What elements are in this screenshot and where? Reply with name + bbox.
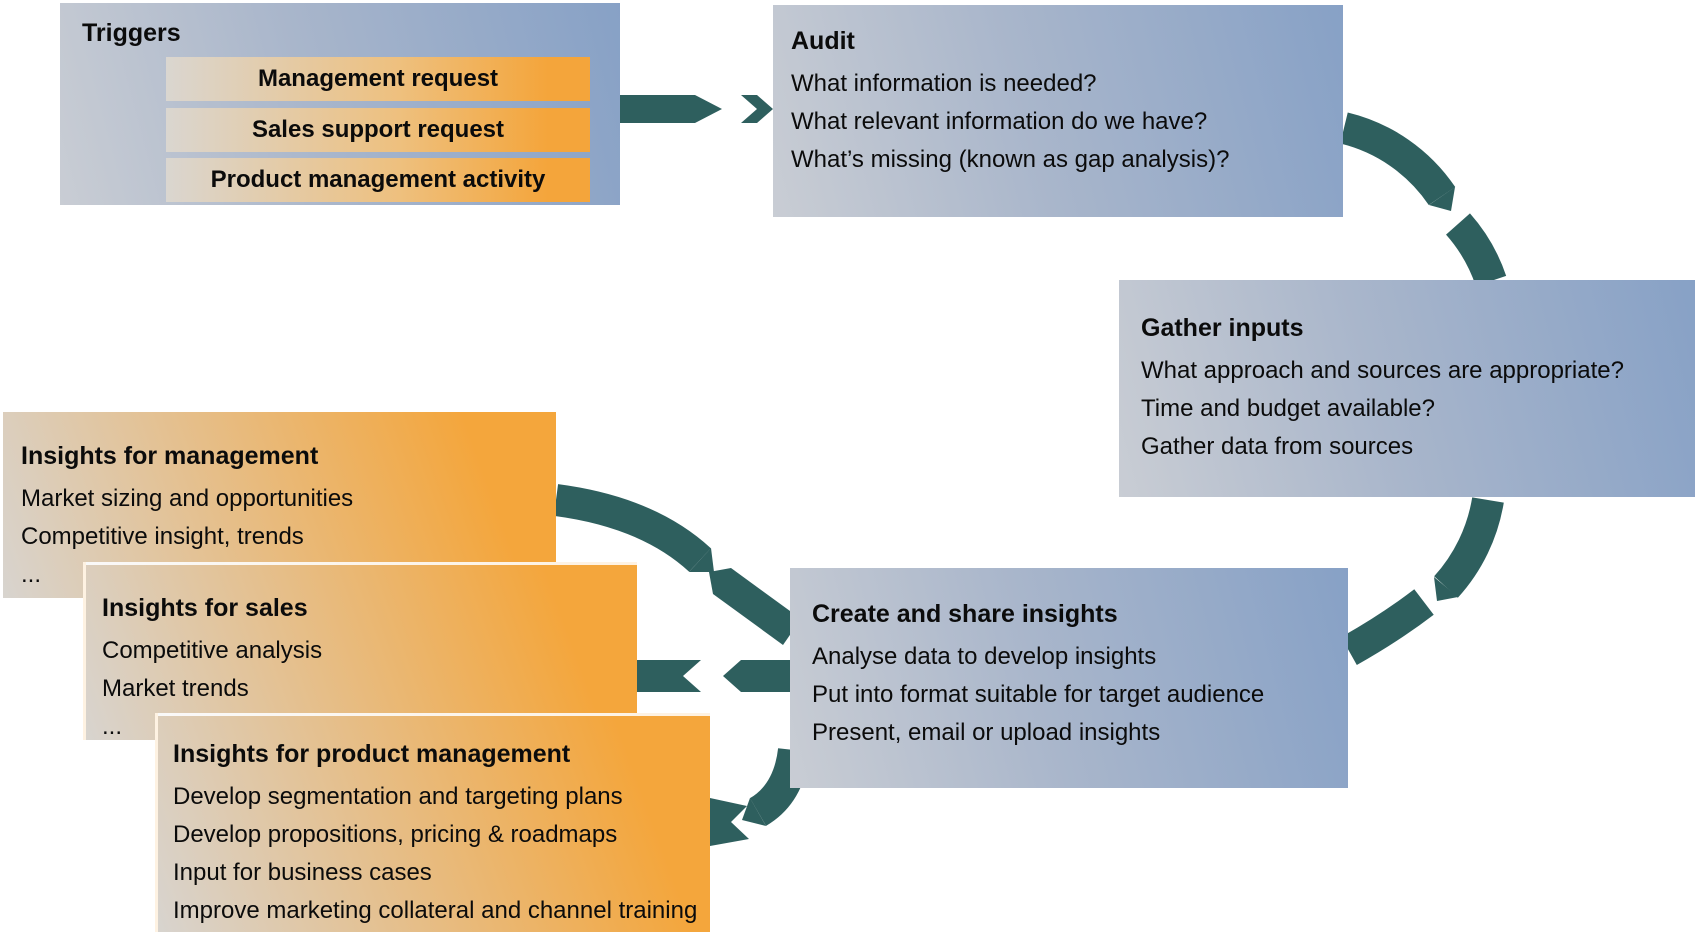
insights-for-product-management-line: Input for business cases: [173, 859, 432, 886]
create-share-insights-box: Create and share insights Analyse data t…: [790, 568, 1348, 788]
arrow-gather-inputs-to-create-share: [1341, 497, 1504, 665]
arrow-create-share-to-insights-management: [553, 484, 801, 645]
insights-for-product-management-box: Insights for product management Develop …: [155, 713, 710, 932]
arrow-create-share-to-insights-sales: [637, 660, 790, 692]
insights-for-management-line: Competitive insight, trends: [21, 523, 304, 550]
insights-for-product-management-line: Improve marketing collateral and channel…: [173, 897, 698, 924]
audit-title: Audit: [791, 27, 855, 55]
arrow-audit-to-gather-inputs: [1339, 112, 1507, 287]
gather-inputs-line: What approach and sources are appropriat…: [1141, 357, 1624, 384]
insights-for-sales-title: Insights for sales: [102, 594, 308, 622]
create-share-insights-title: Create and share insights: [812, 600, 1118, 628]
insights-for-sales-line: ...: [102, 713, 123, 740]
trigger-item-management-request: Management request: [166, 57, 590, 101]
arrow-triggers-to-audit: [620, 95, 773, 123]
gather-inputs-box: Gather inputs What approach and sources …: [1119, 280, 1695, 497]
create-share-insights-line: Present, email or upload insights: [812, 719, 1161, 746]
insights-for-management-line: ...: [21, 561, 42, 588]
insights-for-management-title: Insights for management: [21, 442, 319, 470]
audit-line: What relevant information do we have?: [791, 108, 1208, 135]
create-share-insights-line: Analyse data to develop insights: [812, 643, 1157, 670]
triggers-title: Triggers: [82, 19, 181, 47]
trigger-item-sales-support-request: Sales support request: [166, 108, 590, 152]
triggers-box: Triggers Management request Sales suppor…: [60, 3, 620, 205]
insights-for-management-line: Market sizing and opportunities: [21, 485, 354, 512]
gather-inputs-line: Time and budget available?: [1141, 395, 1435, 422]
audit-line: What information is needed?: [791, 70, 1097, 97]
gather-inputs-title: Gather inputs: [1141, 314, 1304, 342]
trigger-item-product-management-activity: Product management activity: [166, 158, 590, 202]
insights-for-sales-line: Competitive analysis: [102, 637, 323, 664]
insights-for-sales-line: Market trends: [102, 675, 249, 702]
audit-line: What’s missing (known as gap analysis)?: [791, 146, 1230, 173]
gather-inputs-line: Gather data from sources: [1141, 433, 1414, 460]
insights-for-sales-box: Insights for sales Competitive analysis …: [83, 562, 637, 740]
insights-for-product-management-line: Develop segmentation and targeting plans: [173, 783, 623, 810]
create-share-insights-line: Put into format suitable for target audi…: [812, 681, 1265, 708]
arrow-create-share-to-insights-product: [710, 747, 810, 846]
insights-for-product-management-title: Insights for product management: [173, 740, 571, 768]
audit-box: Audit What information is needed? What r…: [773, 5, 1343, 217]
insights-for-product-management-line: Develop propositions, pricing & roadmaps: [173, 821, 618, 848]
